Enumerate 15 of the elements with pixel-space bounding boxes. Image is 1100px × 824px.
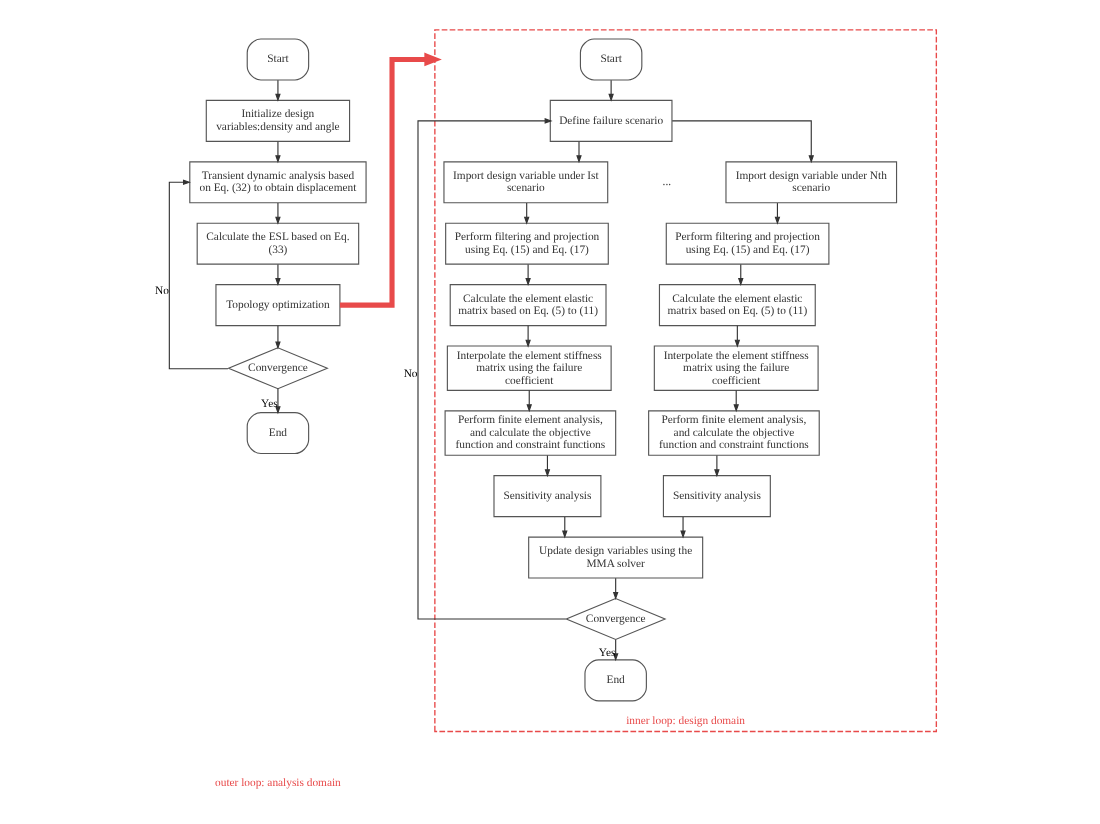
arrow	[525, 325, 531, 348]
arrow	[168, 179, 229, 370]
arrow	[576, 141, 582, 164]
arrow	[275, 141, 281, 164]
arrow	[275, 263, 281, 287]
arrow	[275, 388, 281, 415]
arrow	[680, 516, 686, 539]
arrow	[275, 202, 281, 225]
arrow	[608, 79, 614, 102]
arrow	[525, 263, 531, 287]
arrow	[671, 120, 815, 164]
arrow	[714, 454, 720, 478]
arrow	[275, 325, 281, 350]
arrow	[340, 52, 442, 308]
arrow	[275, 79, 281, 102]
